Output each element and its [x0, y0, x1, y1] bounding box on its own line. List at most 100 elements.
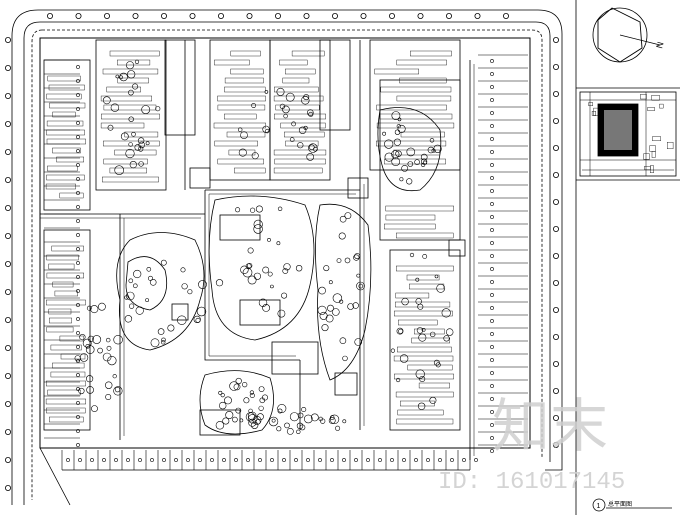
key-plan-block — [588, 102, 594, 106]
parking-marker — [76, 359, 80, 363]
building-unit — [279, 59, 308, 66]
lamp-symbol — [160, 12, 167, 19]
tree-symbol — [342, 419, 347, 424]
tree-symbol — [391, 157, 401, 166]
path-double-line — [40, 64, 475, 456]
parking-marker — [234, 458, 238, 462]
building-unit — [60, 353, 86, 360]
building-unit — [224, 86, 266, 93]
parking-marker — [76, 373, 80, 377]
building-unit — [274, 113, 326, 120]
tree-symbol — [102, 96, 111, 105]
tree-symbol — [301, 96, 310, 105]
tree-symbol — [267, 237, 271, 242]
parking-marker — [258, 458, 262, 462]
building-unit — [45, 183, 76, 190]
tree-symbol — [128, 142, 133, 147]
tree-symbol — [303, 414, 313, 424]
tree-symbol — [397, 124, 406, 133]
tree-symbol — [85, 343, 91, 349]
tree-symbol — [390, 348, 396, 353]
east-building-1 — [379, 79, 461, 241]
building-unit — [116, 59, 151, 66]
building-unit — [384, 223, 436, 230]
watermark-id: ID: 161017145 — [438, 469, 625, 496]
tree-symbol — [255, 419, 261, 425]
lamp-symbol — [5, 65, 11, 72]
parking-marker — [450, 458, 454, 462]
tree-symbol — [218, 390, 223, 395]
lamp-symbol — [246, 12, 253, 19]
tree-symbol — [245, 263, 252, 270]
lamp-symbol — [5, 232, 11, 239]
north-building-2 — [164, 39, 196, 136]
building-unit — [393, 355, 454, 362]
building-unit — [400, 400, 435, 407]
parking-marker — [76, 429, 80, 433]
tree-symbol — [406, 178, 413, 185]
building-unit — [100, 95, 152, 102]
garden-west — [116, 232, 205, 351]
building-unit — [406, 274, 440, 281]
parking-marker — [490, 436, 494, 440]
parking-marker — [490, 410, 494, 414]
building-unit — [214, 140, 258, 147]
tree-symbol — [85, 345, 95, 354]
drawing-number: 1 — [597, 503, 601, 510]
building-unit — [282, 77, 310, 84]
building-unit — [397, 409, 444, 416]
tree-symbol — [145, 298, 150, 303]
tree-symbol — [283, 263, 291, 271]
building-unit — [399, 77, 447, 84]
parking-marker — [462, 458, 466, 462]
parking-marker — [490, 332, 494, 336]
tree-symbol — [328, 417, 336, 424]
tree-symbol — [256, 413, 264, 421]
building-unit — [275, 104, 320, 111]
tree-symbol — [141, 105, 151, 114]
building-unit — [51, 245, 84, 252]
key-plan-block — [667, 141, 674, 149]
tree-symbol — [420, 153, 428, 161]
tree-symbol — [220, 393, 225, 398]
lamp-symbol — [553, 414, 560, 421]
building-unit — [52, 111, 76, 118]
tree-symbol — [296, 422, 304, 429]
tree-symbol — [110, 103, 120, 112]
lamp-symbol — [553, 118, 560, 125]
parking-stalls — [44, 54, 528, 470]
building-unit — [52, 362, 85, 369]
tree-symbol — [247, 275, 257, 285]
building-unit — [100, 113, 160, 120]
tree-symbol — [129, 161, 137, 169]
tree-symbol — [417, 303, 424, 310]
parking-marker — [490, 163, 494, 167]
lamp-symbol — [5, 288, 11, 295]
parking-marker — [76, 345, 80, 349]
north-building-4 — [269, 39, 331, 181]
building-unit — [395, 391, 454, 398]
parking-marker — [426, 458, 430, 462]
tree-symbol — [262, 266, 270, 274]
tree-symbol — [396, 327, 404, 335]
parking-marker — [294, 458, 298, 462]
parking-marker — [150, 458, 154, 462]
tree-symbol — [399, 177, 404, 182]
tree-symbol — [265, 128, 270, 134]
building-unit — [49, 102, 86, 109]
tree-symbol — [253, 219, 263, 229]
lamp-symbol — [104, 12, 111, 19]
lamp-symbol — [553, 225, 560, 232]
tree-symbol — [277, 408, 283, 414]
tree-symbol — [401, 297, 409, 306]
building-unit — [285, 140, 319, 147]
tree-symbols — [74, 59, 454, 435]
parking-marker — [76, 401, 80, 405]
tree-symbol — [85, 375, 94, 383]
center-building-c — [199, 409, 241, 436]
parking-marker — [490, 293, 494, 297]
building-unit — [46, 138, 86, 145]
building-unit — [376, 104, 447, 111]
key-plan-blocks — [588, 93, 674, 173]
